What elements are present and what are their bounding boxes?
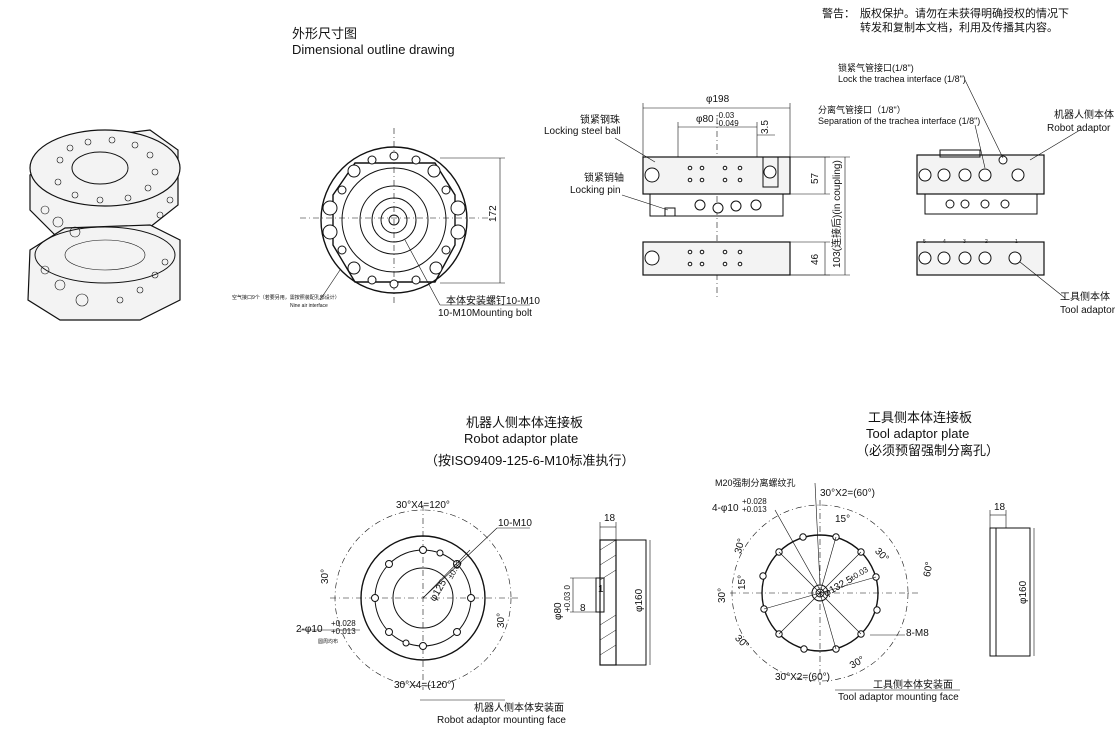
robot-pin-tol-upper: +0.028 [331,619,356,628]
warning-label: 警告： [822,8,855,20]
tool-angle-bottom: 30°X2=(60°) [775,672,830,683]
air-note-en: Nine air interface [290,303,328,309]
tool-pin-tol-upper: +0.028 [742,497,767,506]
port-number-3: 3 [963,239,966,245]
tool-a30-left: 30° [717,587,728,603]
dim-dia80-tol-lower: -0.049 [716,119,739,128]
lock-port-cn: 锁紧气管接口(1/8") [838,63,914,73]
air-note-cn: 空气接口9个（若要另用，需按照装配孔部设计） [232,295,340,301]
tool-a15-left: 15° [737,574,748,590]
tool-a15-top: 15° [835,514,851,525]
robot-angle-bottom: 30°X4=(120°) [394,680,455,691]
tool-plate-view [730,482,1035,691]
sep-port-cn: 分离气管接口（1/8"） [818,105,906,115]
robot-pin-holes: 2-φ10 [296,624,323,635]
robot-adaptor-cn: 机器人侧本体 [1054,110,1114,121]
tool-sec-thick: 18 [994,502,1006,513]
robot-sec-8: 8 [580,603,586,614]
warning-line2: 转发和复制本文档，利用及传播其内容。 [860,22,1058,34]
tool-sec-dia160: φ160 [1018,580,1029,604]
side-view [614,103,850,300]
warning-line1: 版权保护。请勿在未获得明确授权的情况下 [860,8,1069,20]
robot-face-cn: 机器人侧本体安装面 [474,703,564,714]
dim-3-5: 3.5 [760,120,771,134]
tool-plate-title-cn: 工具侧本体连接板 [868,410,973,425]
port-number-1: 1 [1015,239,1018,245]
outline-title-en: Dimensional outline drawing [292,42,455,57]
tool-angle-top: 30°X2=(60°) [820,488,875,499]
front-dim-172: 172 [488,205,499,222]
port-number-2: 2 [985,239,988,245]
dim-dia80: φ80 [696,114,714,125]
ball-label-en: Locking steel ball [544,126,621,137]
pin-label-cn: 锁紧销轴 [584,173,624,184]
tool-thread: 8-M8 [906,628,929,639]
tool-plate-note: （必须预留强制分离孔） [856,443,1000,458]
bolt-note-en: 10-M10Mounting bolt [438,308,532,319]
dim-dia80-tol-upper: -0.03 [716,111,735,120]
robot-angle-top: 30°X4=120° [396,500,450,511]
robot-sec-dia80-tol: +0.03 0 [563,585,572,612]
bolt-note-cn: 本体安装螺钉10-M10 [446,296,540,307]
tool-face-cn: 工具侧本体安装面 [873,680,953,691]
tool-pin-holes: 4-φ10 [712,503,739,514]
sep-port-en: Separation of the trachea interface (1/8… [818,116,981,126]
robot-thread: 10-M10 [498,518,532,529]
robot-plate-title-en: Robot adaptor plate [464,431,579,446]
iso-product-view [27,129,181,321]
dim-103: 103(连接后)(in coupling) [832,160,843,268]
robot-pin-tol-lower: +0.013 [331,627,356,636]
tool-plate-title-en: Tool adaptor plate [866,426,970,441]
pin-label-en: Locking pin [570,185,621,196]
lock-port-en: Lock the trachea interface (1/8") [838,74,966,84]
tool-face-en: Tool adaptor mounting face [838,692,959,703]
right-view [916,79,1081,299]
robot-sec-1: 1 [598,584,604,595]
tool-pin-tol-lower: +0.013 [742,505,767,514]
robot-angle-right: 30° [496,612,507,628]
port-number-5: 5 [923,239,926,245]
robot-plate-view [300,505,651,701]
robot-plate-title-cn: 机器人侧本体连接板 [466,415,584,430]
outline-title-cn: 外形尺寸图 [292,26,358,41]
dim-57: 57 [810,172,821,184]
robot-angle-left: 30° [320,568,331,584]
robot-sec-dia160: φ160 [634,588,645,612]
ball-label-cn: 锁紧钢珠 [580,115,620,126]
robot-adaptor-en: Robot adaptor [1047,123,1111,134]
tool-m20: M20强制分离螺纹孔 [715,478,796,488]
tool-adaptor-cn: 工具侧本体 [1060,292,1110,303]
robot-pin-sub: 圆周均布 [318,639,339,645]
robot-plate-note: （按ISO9409-125-6-M10标准执行） [425,453,635,468]
dim-46: 46 [810,253,821,265]
front-view [300,128,530,306]
robot-sec-thick: 18 [604,513,616,524]
robot-face-en: Robot adaptor mounting face [437,715,566,726]
port-number-4: 4 [943,239,946,245]
dim-dia198: φ198 [706,94,730,105]
tool-adaptor-en: Tool adaptor [1060,305,1115,316]
